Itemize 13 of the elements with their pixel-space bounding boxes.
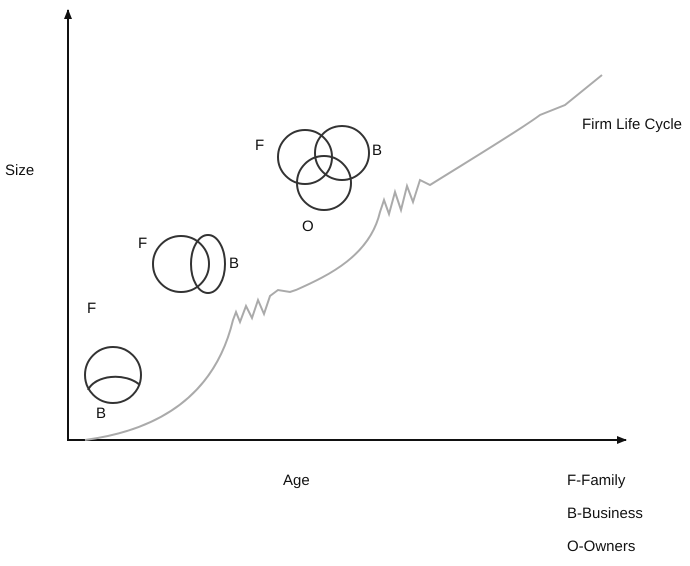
venn-label: O bbox=[302, 218, 314, 236]
legend-text: F-Family bbox=[567, 472, 626, 490]
venn-label: F bbox=[87, 300, 96, 318]
legend-text: B-Business bbox=[567, 505, 643, 523]
venn-label: F bbox=[138, 235, 148, 253]
legend-text: O-Owners bbox=[567, 538, 636, 556]
axis-title: Size bbox=[5, 162, 34, 180]
curve-label: Firm Life Cycle bbox=[582, 116, 682, 134]
venn-label: F bbox=[255, 137, 264, 155]
venn-label: B bbox=[229, 255, 240, 273]
venn-label: B bbox=[372, 142, 382, 160]
venn-label: B bbox=[96, 405, 106, 423]
axis-title: Age bbox=[283, 472, 310, 490]
